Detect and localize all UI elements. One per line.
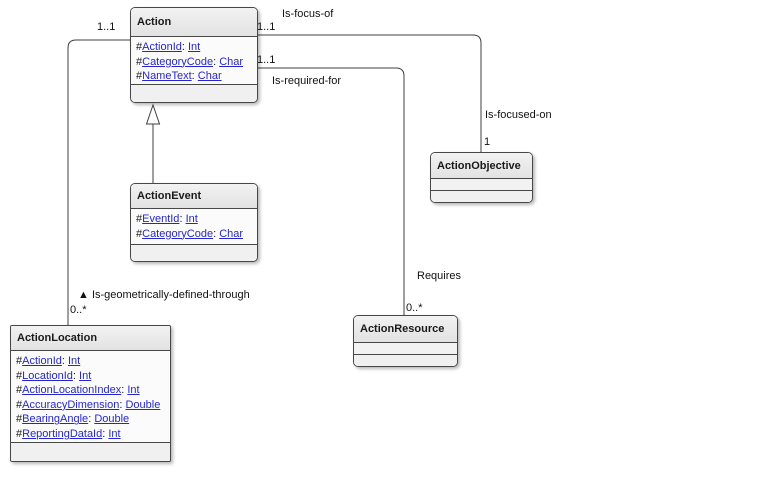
association-label-requires: Requires <box>417 270 462 282</box>
class-title: Action <box>131 8 257 37</box>
attr-name-link[interactable]: CategoryCode <box>142 227 214 240</box>
class-operations-empty <box>131 245 257 261</box>
attr-name-link[interactable]: LocationId <box>22 369 73 382</box>
attr-separator: : <box>213 227 220 240</box>
attr-separator: : <box>121 384 128 397</box>
attr-name-link[interactable]: ActionLocationIndex <box>22 384 122 397</box>
class-operations-empty <box>131 85 257 102</box>
attr-visibility: # <box>136 70 143 83</box>
attr-type-link[interactable]: Int <box>108 427 121 440</box>
attribute-row: #NameText: Char <box>136 69 257 84</box>
multiplicity-actionobjective: 1 <box>484 136 491 148</box>
attr-visibility: # <box>16 384 23 397</box>
attr-type-link[interactable]: Int <box>185 213 198 225</box>
attribute-row: #LocationId: Int <box>16 369 170 384</box>
attr-name-link[interactable]: ActionId <box>22 355 62 367</box>
association-is-geometrically-defined-through-line <box>67 39 130 325</box>
class-operations-empty <box>431 191 532 202</box>
class-title: ActionLocation <box>11 326 170 351</box>
attr-visibility: # <box>16 398 23 411</box>
attr-type-link[interactable]: Int <box>68 355 81 367</box>
attr-name-link[interactable]: ReportingDataId <box>22 427 103 440</box>
attr-separator: : <box>61 355 68 367</box>
attribute-row: #BearingAngle: Double <box>16 412 170 427</box>
class-attributes: #EventId: Int #CategoryCode: Char <box>131 209 257 245</box>
attr-separator: : <box>102 427 109 440</box>
attr-separator: : <box>179 213 186 225</box>
attr-name-link[interactable]: EventId <box>142 213 180 225</box>
attr-type-link[interactable]: Int <box>188 41 201 53</box>
class-box-action: Action #ActionId: Int #CategoryCode: Cha… <box>130 7 258 103</box>
attribute-row: #ActionId: Int <box>16 354 170 369</box>
class-box-actionlocation: ActionLocation #ActionId: Int #LocationI… <box>10 325 171 462</box>
generalization-arrowhead-icon <box>145 103 161 125</box>
attribute-row: #ReportingDataId: Int <box>16 427 170 442</box>
association-is-required-for-line <box>258 67 405 315</box>
attr-visibility: # <box>136 41 143 53</box>
attribute-row: #ActionLocationIndex: Int <box>16 383 170 398</box>
attr-visibility: # <box>136 227 143 240</box>
attr-type-link[interactable]: Char <box>219 55 244 68</box>
class-operations-empty <box>11 443 170 461</box>
attr-name-link[interactable]: CategoryCode <box>142 55 214 68</box>
attr-visibility: # <box>136 213 143 225</box>
class-box-actionevent: ActionEvent #EventId: Int #CategoryCode:… <box>130 183 258 262</box>
class-operations-empty <box>354 355 457 366</box>
attribute-row: #CategoryCode: Char <box>136 227 257 242</box>
multiplicity-action-is-required-for: 1..1 <box>257 54 276 66</box>
attr-separator: : <box>213 55 220 68</box>
multiplicity-actionresource: 0..* <box>406 302 423 314</box>
attr-separator: : <box>181 41 188 53</box>
attr-name-link[interactable]: NameText <box>142 70 192 83</box>
attr-separator: : <box>72 369 80 382</box>
association-is-focus-of-line <box>258 34 482 152</box>
class-title: ActionEvent <box>131 184 257 209</box>
attribute-row: #CategoryCode: Char <box>136 55 257 70</box>
attr-visibility: # <box>16 369 23 382</box>
attr-separator: : <box>119 398 126 411</box>
class-attributes: #ActionId: Int #CategoryCode: Char #Name… <box>131 37 257 85</box>
attr-type-link[interactable]: Char <box>219 227 244 240</box>
attr-type-link[interactable]: Int <box>127 384 140 397</box>
attr-separator: : <box>191 70 198 83</box>
attr-name-link[interactable]: BearingAngle <box>22 413 89 426</box>
class-box-actionresource: ActionResource <box>353 315 458 367</box>
multiplicity-action-is-focus-of: 1..1 <box>257 21 276 33</box>
association-label-is-geometrically-defined-through: ▲ Is-geometrically-defined-through <box>78 289 250 301</box>
attr-type-link[interactable]: Char <box>197 70 222 83</box>
attribute-row: #ActionId: Int <box>136 40 257 55</box>
attr-separator: : <box>88 413 95 426</box>
attr-type-link[interactable]: Double <box>94 413 130 426</box>
class-attributes-empty <box>354 343 457 355</box>
class-title: ActionObjective <box>431 153 532 179</box>
attr-type-link[interactable]: Double <box>125 398 161 411</box>
attr-name-link[interactable]: AccuracyDimension <box>22 398 120 411</box>
attribute-row: #EventId: Int <box>136 212 257 227</box>
attr-visibility: # <box>16 413 23 426</box>
attr-type-link[interactable]: Int <box>79 369 92 382</box>
attr-visibility: # <box>16 427 23 440</box>
attr-name-link[interactable]: ActionId <box>142 41 182 53</box>
association-label-is-focus-of: Is-focus-of <box>282 8 334 20</box>
attr-visibility: # <box>16 355 23 367</box>
class-title: ActionResource <box>354 316 457 343</box>
association-label-is-focused-on: Is-focused-on <box>485 109 552 121</box>
multiplicity-actionlocation: 0..* <box>70 304 87 316</box>
class-box-actionobjective: ActionObjective <box>430 152 533 203</box>
class-attributes-empty <box>431 179 532 191</box>
multiplicity-action-geometrically-defined: 1..1 <box>97 21 116 33</box>
class-attributes: #ActionId: Int #LocationId: Int #ActionL… <box>11 351 170 443</box>
association-label-is-required-for: Is-required-for <box>272 75 342 87</box>
attribute-row: #AccuracyDimension: Double <box>16 398 170 413</box>
attr-visibility: # <box>136 55 143 68</box>
